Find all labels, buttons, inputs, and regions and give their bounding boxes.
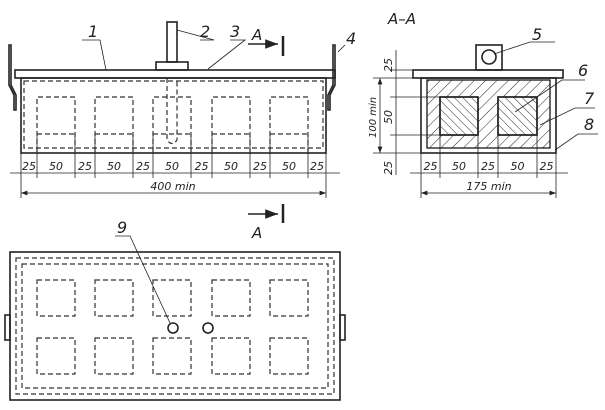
dimension-ticks [10,135,340,198]
hole-left [167,322,179,334]
vdim-bottom: 25 [382,161,395,175]
callout-5: 5 [532,25,542,44]
plan-cell-top-1 [94,279,134,317]
section-dim-1: 50 [452,160,466,173]
specimen-cells [36,96,309,152]
section-marker-bottom: A [251,224,262,242]
front-total-dimension: 400 min [150,180,195,193]
rod [166,21,178,63]
section-dim-0: 25 [424,160,438,173]
front-dim-4: 25 [136,160,150,173]
section-lid [412,69,564,79]
cell-4 [269,96,309,152]
front-dim-9: 50 [282,160,296,173]
hole-right [202,322,214,334]
section-view: A–A 25 50 25 50 25 175 min 25 50 100 min 25 … [368,10,598,198]
front-dim-3: 50 [107,160,121,173]
callout-7: 7 [584,89,595,108]
rod-hidden [166,78,178,145]
vdim-top: 25 [382,58,395,72]
callout-1: 1 [88,22,98,41]
plan-cell-bottom-0 [36,337,76,375]
rod-block [475,44,503,71]
front-dim-0: 25 [22,160,36,173]
cell-0 [36,96,76,152]
front-dim-1: 50 [49,160,63,173]
rod-plate [155,61,189,71]
plan-handle-left [4,314,11,341]
section-dim-2: 25 [481,160,495,173]
cell-2 [152,96,192,152]
front-view: 25 50 25 50 25 50 25 50 25 50 25 400 min [8,21,340,198]
plan-cell-top-2 [152,279,192,317]
mould-body [20,77,327,154]
front-dim-6: 25 [195,160,209,173]
section-dim-4: 25 [540,160,554,173]
rod-circle [481,49,497,65]
front-callouts: 1 2 3 4 A A [82,22,356,242]
section-total-dimension: 175 min [466,180,511,193]
section-dim-3: 50 [511,160,525,173]
lid [14,69,336,79]
specimen-left [439,96,479,136]
cell-3 [211,96,251,152]
front-dim-2: 25 [78,160,92,173]
plan-handle-right [339,314,346,341]
plan-cell-bottom-4 [269,337,309,375]
callout-9: 9 [117,218,127,237]
front-dim-10: 25 [310,160,324,173]
handle-left [8,44,17,111]
plan-cell-bottom-3 [211,337,251,375]
plan-cell-top-3 [211,279,251,317]
inner-outline [23,80,324,149]
plan-cell-bottom-1 [94,337,134,375]
section-title: A–A [387,10,416,28]
plan-specimen-cells [36,279,309,375]
section-dimension-labels: 25 50 25 50 25 [424,160,554,173]
vdim-100min: 100 min [368,97,379,138]
section-marker-top: A [251,26,262,44]
handle-right [327,44,336,111]
vdim-50: 50 [382,110,395,124]
callout-6: 6 [578,61,588,80]
plan-cell-bottom-2 [152,337,192,375]
callout-8: 8 [584,115,594,134]
section-wall [420,77,557,154]
cell-1 [94,96,134,152]
front-dimension-labels: 25 50 25 50 25 50 25 50 25 50 25 [22,160,324,173]
callout-3: 3 [230,22,240,41]
callout-4: 4 [346,29,356,48]
front-dim-8: 25 [253,160,267,173]
front-dim-5: 50 [165,160,179,173]
front-dim-7: 50 [224,160,238,173]
plan-cell-top-0 [36,279,76,317]
specimen-right [497,96,538,136]
plan-view: 9 [4,218,346,401]
plan-outline [9,251,341,401]
callout-2: 2 [200,22,210,41]
plan-cell-top-4 [269,279,309,317]
